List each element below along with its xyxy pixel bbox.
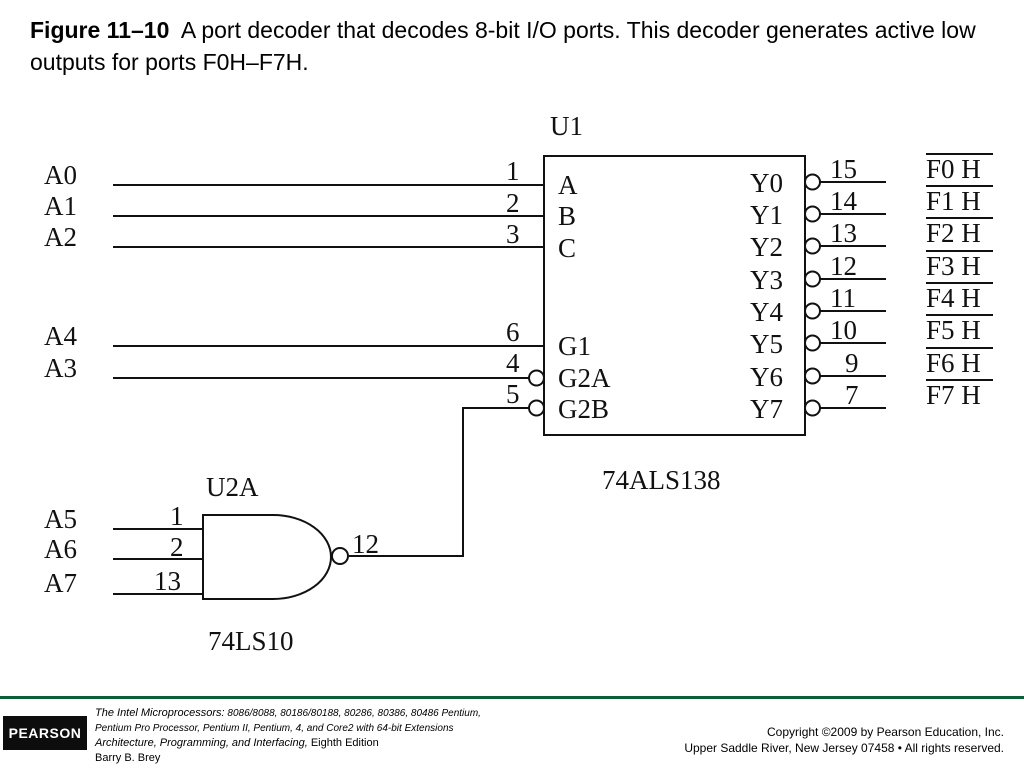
y1-bubble [804,205,821,223]
y5-bubble [804,334,821,352]
pin-13: 13 [830,218,857,248]
g2b-inversion-bubble [528,399,545,417]
port-f0: F0 H [926,154,981,184]
pin-1: 1 [506,156,520,186]
output-name-y5: Y5 [750,329,783,359]
pin-9: 9 [845,348,859,378]
g2a-inversion-bubble [528,369,545,387]
decoder-body [543,155,806,436]
signal-a7: A7 [44,568,77,598]
y7-bubble [804,399,821,417]
port-f3: F3 H [926,251,981,281]
pin-12: 12 [830,251,857,281]
nand-pin-13: 13 [154,566,181,596]
copyright-notice: Copyright ©2009 by Pearson Education, In… [684,724,1004,756]
input-name-g2b: G2B [558,394,609,424]
pin-3: 3 [506,219,520,249]
nand-gate-body [202,514,332,600]
figure-label: Figure 11–10 [30,17,170,43]
pin-4: 4 [506,348,520,378]
nand-output-pin: 12 [352,529,379,559]
schematic-diagram: U1 74ALS138 A0 A1 A2 A4 A3 1 2 3 6 4 5 A… [44,111,993,656]
output-name-y0: Y0 [750,168,783,198]
book-line-2: Pentium Pro Processor, Pentium II, Penti… [95,723,454,734]
figure-caption: Figure 11–10 A port decoder that decodes… [30,14,1000,78]
port-f6: F6 H [926,348,981,378]
decoder-part: 74ALS138 [602,465,721,495]
caption-text: A port decoder that decodes 8-bit I/O po… [30,17,976,75]
book-title: The Intel Microprocessors: [95,707,225,719]
book-line-1: The Intel Microprocessors: 8086/8088, 80… [95,706,481,721]
signal-a0: A0 [44,160,77,190]
input-name-g1: G1 [558,331,591,361]
input-name-c: C [558,233,576,263]
pin-2: 2 [506,188,520,218]
book-line1-rest: 8086/8088, 80186/80188, 80286, 80386, 80… [224,708,481,719]
pin-15: 15 [830,154,857,184]
book-line-3: Architecture, Programming, and Interfaci… [95,737,379,749]
pin-5: 5 [506,379,520,409]
nand-pin-1: 1 [170,501,184,531]
y4-bubble [804,302,821,320]
signal-a4: A4 [44,321,77,351]
y2-bubble [804,237,821,255]
y0-bubble [804,173,821,191]
logo-text: PEARSON [8,725,82,741]
output-name-y1: Y1 [750,200,783,230]
port-f5: F5 H [926,315,981,345]
wire-nand-to-g2b [349,407,529,557]
output-name-y7: Y7 [750,394,783,424]
pearson-logo: PEARSON [3,716,87,750]
book-citation: The Intel Microprocessors: 8086/8088, 80… [95,706,481,766]
input-name-a: A [558,170,578,200]
port-f7: F7 H [926,380,981,410]
pin-6: 6 [506,317,520,347]
signal-a3: A3 [44,353,77,383]
book-author: Barry B. Brey [95,752,161,764]
pin-11: 11 [830,283,856,313]
y3-bubble [804,270,821,288]
output-name-y3: Y3 [750,265,783,295]
footer-divider [0,696,1024,699]
output-name-y4: Y4 [750,297,783,327]
nand-pin-2: 2 [170,532,184,562]
port-f1: F1 H [926,186,981,216]
input-name-g2a: G2A [558,363,611,393]
output-name-y2: Y2 [750,232,783,262]
decoder-ref: U1 [550,111,583,141]
nand-output-bubble [331,547,349,565]
pin-7: 7 [845,380,859,410]
output-name-y6: Y6 [750,362,783,392]
pin-10: 10 [830,315,857,345]
input-name-b: B [558,201,576,231]
port-f2: F2 H [926,218,981,248]
signal-a5: A5 [44,504,77,534]
signal-a2: A2 [44,222,77,252]
signal-a1: A1 [44,191,77,221]
port-f4: F4 H [926,283,981,313]
nand-ref: U2A [206,472,259,502]
nand-part: 74LS10 [208,626,294,656]
signal-a6: A6 [44,534,77,564]
pin-14: 14 [830,186,858,216]
copyright-line-1: Copyright ©2009 by Pearson Education, In… [767,725,1004,739]
y6-bubble [804,367,821,385]
copyright-line-2: Upper Saddle River, New Jersey 07458 • A… [684,741,1004,755]
